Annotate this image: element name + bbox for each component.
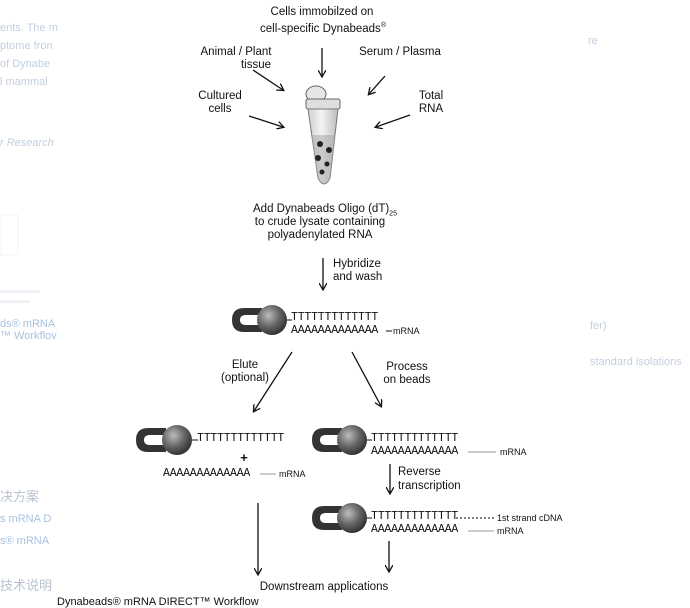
source-cultured-l1: Cultured xyxy=(198,90,242,102)
bg-heading: 技术说明 xyxy=(0,578,53,593)
tube-icon xyxy=(305,85,341,185)
elute-label-l2: (optional) xyxy=(221,372,269,384)
title-line-2-text: cell-specific Dynabeads xyxy=(260,22,381,35)
bg-fragment: standard isolations xyxy=(590,356,682,368)
magnet-bead-icon xyxy=(312,425,367,455)
first-strand-cdna-label: 1st strand cDNA xyxy=(497,513,563,523)
process-label-l2: on beads xyxy=(383,374,431,386)
source-animal-plant-l2: tissue xyxy=(240,59,272,71)
oligo-dt-strand: TTTTTTTTTTTTT xyxy=(197,432,285,445)
bg-fragment: of Dynabe xyxy=(0,58,51,70)
bg-decoration xyxy=(0,214,40,303)
arrow-cultured xyxy=(248,115,283,127)
plus-sign: + xyxy=(240,450,248,465)
bg-fragment: r Research xyxy=(0,137,54,149)
add-step-line-2: to crude lysate containing xyxy=(254,216,386,228)
figure-caption: Dynabeads® mRNA DIRECT™ Workflow xyxy=(57,596,259,608)
poly-a-strand: AAAAAAAAAAAAA xyxy=(163,467,251,480)
bg-link[interactable]: s® mRNA xyxy=(0,535,50,547)
add-step-subscript: 25 xyxy=(389,210,397,218)
title-line-2: cell-specific Dynabeads® xyxy=(252,19,394,36)
bg-link[interactable]: ds® mRNA xyxy=(0,318,56,330)
add-step-line-1: Add Dynabeads Oligo (dT)25 xyxy=(240,203,410,220)
magnet-bead-icon xyxy=(232,305,287,335)
mrna-label: mRNA xyxy=(279,469,306,479)
hybridize-label-l2: and wash xyxy=(333,271,383,283)
registered-mark: ® xyxy=(380,22,386,29)
downstream-label: Downstream applications xyxy=(259,581,389,593)
title-line-1: Cells immobilzed on xyxy=(270,6,374,18)
source-serum-plasma: Serum / Plasma xyxy=(359,46,441,58)
oligo-dt-strand: TTTTTTTTTTTTT xyxy=(371,432,459,445)
source-total-rna-l2: RNA xyxy=(418,103,444,115)
oligo-dt-strand: TTTTTTTTTTTTT xyxy=(291,311,379,324)
arrow-total-rna xyxy=(376,114,411,127)
arrow-process xyxy=(351,351,381,406)
bg-fragment: re xyxy=(588,35,598,47)
magnet-bead-icon xyxy=(136,425,192,455)
bg-fragment: fer) xyxy=(590,320,607,332)
mrna-label: mRNA xyxy=(497,526,524,536)
source-cultured-l2: cells xyxy=(208,103,232,115)
bg-fragment: ptome fron xyxy=(0,40,53,52)
mrna-label: mRNA xyxy=(500,447,527,457)
source-total-rna-l1: Total xyxy=(418,90,444,102)
reverse-label-l1: Reverse xyxy=(398,466,441,478)
arrow-animal xyxy=(252,69,283,90)
poly-a-strand: AAAAAAAAAAAAA xyxy=(371,523,459,536)
bg-fragment: ents. The m xyxy=(0,22,58,34)
arrow-serum xyxy=(369,75,386,94)
bg-link[interactable]: s mRNA D xyxy=(0,513,52,525)
bg-link[interactable]: ™ Workflov xyxy=(0,330,57,342)
oligo-dt-strand: TTTTTTTTTTTTT xyxy=(371,510,459,523)
bg-fragment: l mammal xyxy=(0,76,48,88)
elute-label-l1: Elute xyxy=(231,359,259,371)
process-label-l1: Process xyxy=(386,361,428,373)
arrow-elute xyxy=(254,351,293,411)
add-step-line-3: polyadenylated RNA xyxy=(267,229,373,241)
hybridize-label-l1: Hybridize xyxy=(333,258,381,270)
add-step-text: Add Dynabeads Oligo (dT) xyxy=(253,203,390,215)
magnet-bead-icon xyxy=(312,503,367,533)
poly-a-strand: AAAAAAAAAAAAA xyxy=(291,324,379,337)
reverse-label-l2: transcription xyxy=(398,480,461,492)
bg-heading: 决方案 xyxy=(0,489,40,504)
poly-a-strand: AAAAAAAAAAAAA xyxy=(371,445,459,458)
source-animal-plant-l1: Animal / Plant xyxy=(200,46,272,58)
mrna-label: mRNA xyxy=(393,326,420,336)
